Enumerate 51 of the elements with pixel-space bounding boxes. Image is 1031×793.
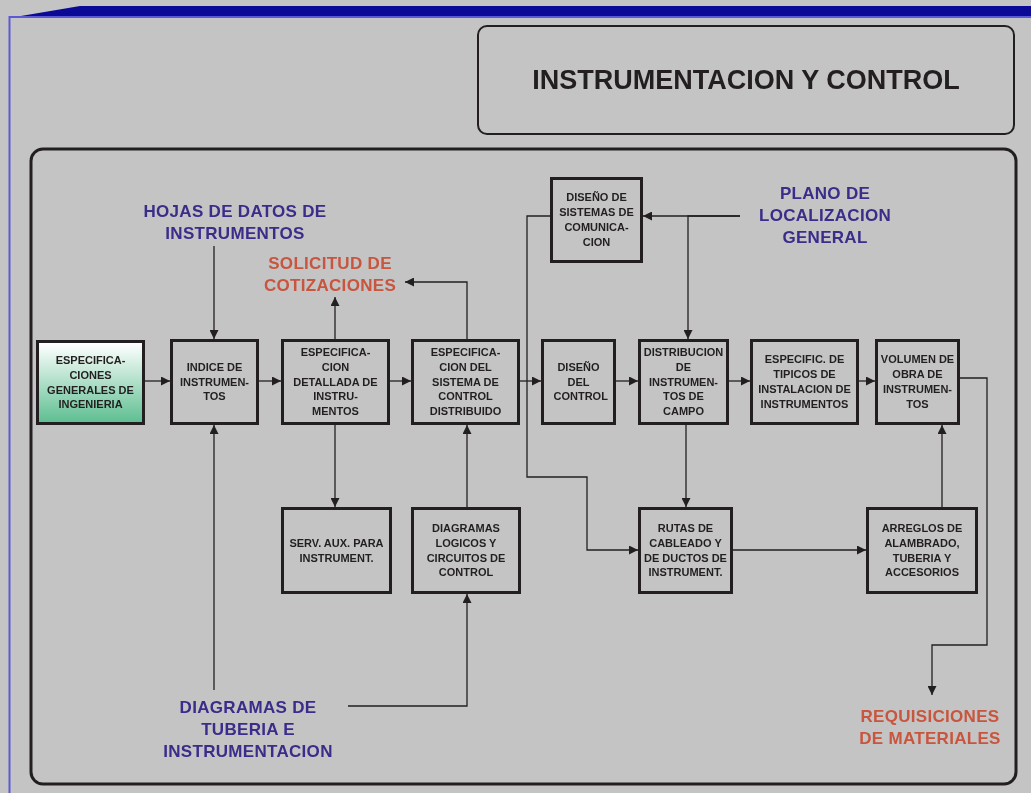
flow-text: REQUISICIONES DE MATERIALES: [858, 705, 1002, 750]
process-box: [875, 339, 960, 425]
process-box: [411, 339, 520, 425]
process-box: [541, 339, 616, 425]
arrow: [681, 424, 691, 508]
process-box: [550, 177, 643, 263]
box-label: ESPECIFICA- CIONES GENERALES DE INGENIERIA: [46, 352, 135, 413]
process-box: [750, 339, 859, 425]
arrow: [462, 424, 472, 508]
process-box: [638, 507, 733, 594]
process-box: [281, 507, 392, 594]
arrow: [330, 424, 340, 508]
arrow: [927, 377, 988, 696]
box-label: DISEÑO DE SISTEMAS DE COMUNICA- CION: [558, 190, 635, 250]
box-label: ESPECIFICA- CION DEL SISTEMA DE CONTROL DISTRIBUIDO: [428, 344, 503, 420]
process-box: [281, 339, 390, 425]
flow-text: HOJAS DE DATOS DE INSTRUMENTOS: [142, 200, 328, 245]
box-label: ESPECIFICA- CION DETALLADA DE INSTRU- MENTOS: [292, 344, 379, 420]
arrow: [209, 424, 219, 691]
arrow: [347, 593, 472, 707]
box-label: ESPECIFIC. DE TIPICOS DE INSTALACION DE INSTRUMENTOS: [757, 352, 852, 412]
arrow: [683, 215, 741, 340]
arrow: [404, 277, 468, 340]
flow-text: SOLICITUD DE COTIZACIONES: [262, 252, 397, 297]
box-label: SERV. AUX. PARA INSTRUMENT.: [288, 535, 385, 566]
arrow: [615, 376, 639, 386]
process-box: [36, 340, 145, 425]
arrow: [389, 376, 412, 386]
process-box: [411, 507, 521, 594]
box-label: DISEÑO DEL CONTROL: [552, 359, 606, 405]
box-label: RUTAS DE CABLEADO Y DE DUCTOS DE INSTRUMENT.: [643, 520, 728, 581]
arrow: [937, 424, 947, 508]
arrow: [858, 376, 876, 386]
process-box: [866, 507, 978, 594]
box-label: ARREGLOS DE ALAMBRADO, TUBERIA Y ACCESORIOS: [880, 520, 964, 581]
arrow: [209, 245, 219, 340]
arrow: [732, 545, 867, 555]
box-label: VOLUMEN DE OBRA DE INSTRUMEN- TOS: [879, 352, 956, 412]
title: INSTRUMENTACION Y CONTROL: [532, 64, 960, 96]
box-label: DISTRIBUCION DE INSTRUMEN- TOS DE CAMPO: [642, 344, 725, 420]
arrow: [519, 376, 542, 386]
box-label: DIAGRAMAS LOGICOS Y CIRCUITOS DE CONTROL: [425, 520, 507, 581]
flow-text: DIAGRAMAS DE TUBERIA E INSTRUMENTACION: [162, 696, 334, 764]
flow-text: PLANO DE LOCALIZACION GENERAL: [758, 182, 892, 250]
arrow: [258, 376, 282, 386]
box-label: INDICE DE INSTRUMEN- TOS: [178, 359, 251, 405]
arrow: [330, 296, 340, 340]
arrow: [728, 376, 751, 386]
arrow: [144, 376, 171, 386]
arrow: [526, 215, 639, 555]
process-box: [170, 339, 259, 425]
